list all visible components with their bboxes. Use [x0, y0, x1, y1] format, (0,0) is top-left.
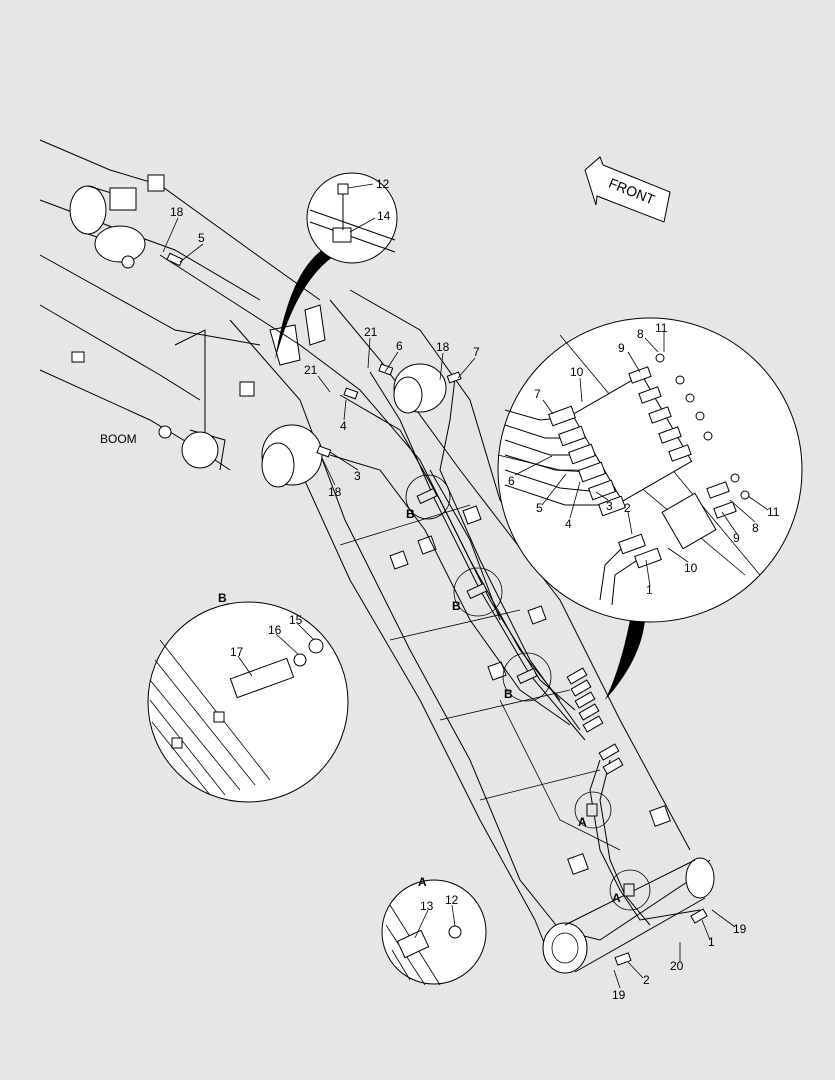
callout-19-b: 19: [612, 988, 626, 1002]
detail-a-title: A: [418, 875, 427, 889]
detail-fittings: [497, 317, 803, 700]
detail-letter-b-2: B: [452, 599, 461, 613]
callout-9-b: 9: [733, 531, 740, 545]
callout-5-b: 5: [536, 501, 543, 515]
callout-18-c: 18: [328, 485, 342, 499]
boom-body: [39, 139, 715, 974]
callout-2-b: 2: [643, 973, 650, 987]
detail-letter-a-2: A: [612, 891, 621, 905]
callout-8-a: 8: [637, 327, 644, 341]
callout-21-b: 21: [304, 363, 318, 377]
detail-letter-b-3: B: [504, 687, 513, 701]
callout-19-a: 19: [733, 922, 747, 936]
callout-1-a: 1: [646, 583, 653, 597]
callout-3-b: 3: [606, 499, 613, 513]
detail-markers: [405, 474, 651, 911]
callout-9-a: 9: [618, 341, 625, 355]
callout-7-b: 7: [534, 387, 541, 401]
detail-b-title: B: [218, 591, 227, 605]
callout-14: 14: [377, 209, 391, 223]
boom-label: BOOM: [100, 432, 137, 446]
callout-12-b: 12: [445, 893, 459, 907]
callout-11-a: 11: [655, 321, 668, 335]
callout-6-b: 6: [508, 474, 515, 488]
callout-7-a: 7: [473, 345, 480, 359]
callout-18-a: 18: [170, 205, 184, 219]
callout-4-a: 4: [340, 419, 347, 433]
callout-1-b: 1: [708, 935, 715, 949]
callout-18-b: 18: [436, 340, 450, 354]
hose-fittings: [166, 252, 708, 966]
callout-17: 17: [230, 645, 244, 659]
callout-3-a: 3: [354, 469, 361, 483]
detail-clamp-top: [275, 172, 398, 360]
leader-lines: [162, 183, 769, 989]
callout-6-a: 6: [396, 339, 403, 353]
detail-b: [147, 601, 349, 803]
callout-15: 15: [289, 613, 303, 627]
callout-10-b: 10: [684, 561, 698, 575]
callout-13: 13: [420, 899, 434, 913]
callout-2-a: 2: [624, 501, 631, 515]
callout-10-a: 10: [570, 365, 584, 379]
detail-letter-b-1: B: [406, 507, 415, 521]
callout-8-b: 8: [752, 521, 759, 535]
callout-16: 16: [268, 623, 282, 637]
callout-numbers: 18 5 12 14 21 6 18 7 21 4 3 18 7 10 9 8 …: [170, 177, 780, 1002]
callout-5-a: 5: [198, 231, 205, 245]
hose-bundle: [159, 254, 701, 926]
callout-12-a: 12: [376, 177, 390, 191]
callout-4-b: 4: [565, 517, 572, 531]
detail-a: [381, 879, 487, 986]
front-direction-arrow: FRONT: [584, 156, 671, 223]
callout-21-a: 21: [364, 325, 378, 339]
callout-20: 20: [670, 959, 684, 973]
detail-letter-a-1: A: [578, 815, 587, 829]
callout-11-b: 11: [767, 505, 780, 519]
